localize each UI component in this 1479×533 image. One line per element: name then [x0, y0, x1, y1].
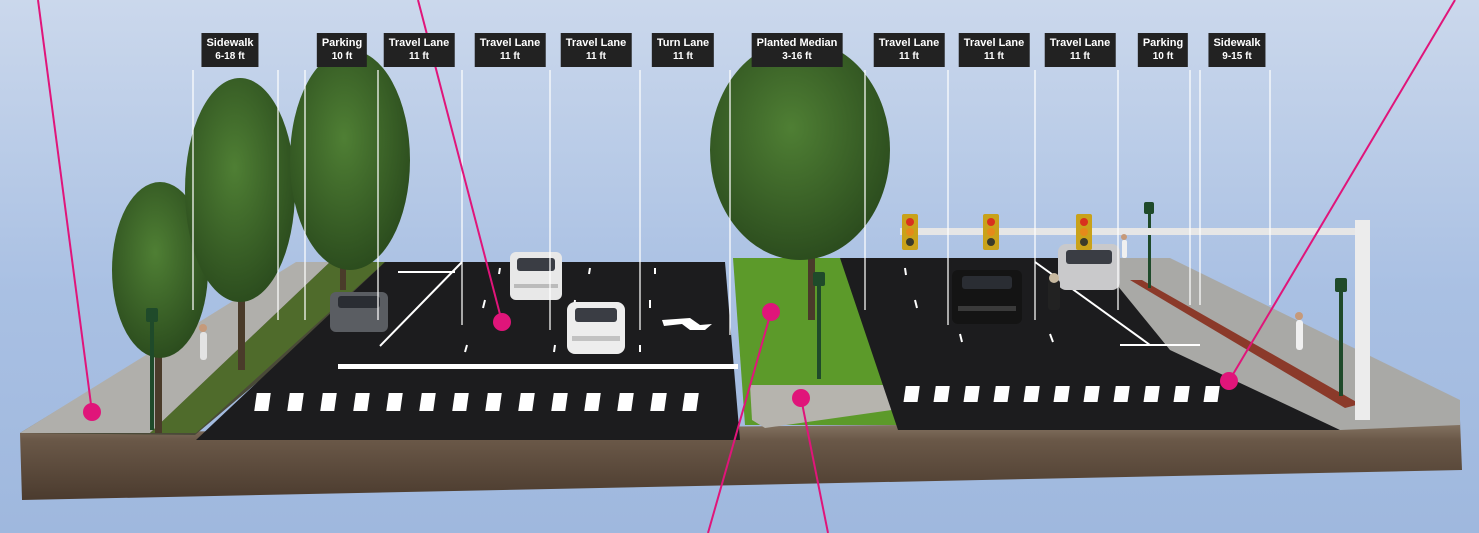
lane-label-parking-left: Parking 10 ft — [316, 33, 368, 67]
turn-arrow — [662, 318, 712, 330]
lane-guide-lines — [192, 70, 1271, 335]
traffic-signal-mast — [900, 214, 1370, 420]
lane-label-sidewalk-right: Sidewalk 9-15 ft — [1208, 33, 1266, 67]
traffic-signal-3 — [1076, 214, 1092, 250]
lamp-left — [146, 308, 158, 430]
traffic-signal-1 — [902, 214, 918, 250]
lane-label-name: Parking — [1142, 37, 1184, 49]
car-silver-van — [1058, 244, 1120, 290]
lane-label-width: 11 ft — [408, 51, 430, 62]
lane-label-width: 11 ft — [672, 51, 694, 62]
pedestrian-right-far — [1121, 234, 1127, 258]
car-white-sedan — [567, 302, 625, 354]
lane-label-name: Parking — [321, 37, 363, 49]
lane-label-width: 3-16 ft — [782, 51, 812, 62]
lamp-right-far — [1144, 202, 1154, 288]
lane-label-travel-lane-4: Travel Lane 11 ft — [873, 33, 945, 67]
car-black-pickup — [952, 270, 1022, 324]
callout-dot-median[interactable] — [762, 303, 780, 321]
tree-median — [710, 40, 890, 320]
pedestrian-right — [1295, 312, 1303, 350]
tree-left-3 — [290, 50, 410, 290]
traffic-signal-2 — [983, 214, 999, 250]
lane-label-travel-lane-3: Travel Lane 11 ft — [560, 33, 632, 67]
lane-label-travel-lane-2: Travel Lane 11 ft — [474, 33, 546, 67]
car-white-suv — [510, 252, 562, 300]
lane-label-name: Travel Lane — [878, 37, 940, 49]
lane-label-width: 10 ft — [331, 51, 353, 62]
tree-left-1 — [112, 182, 208, 433]
lane-markings-left — [379, 261, 656, 353]
lane-label-width: 10 ft — [1152, 51, 1174, 62]
lane-label-name: Sidewalk — [206, 37, 254, 49]
lane-label-width: 11 ft — [898, 51, 920, 62]
callout-dot-travel-lane[interactable] — [493, 313, 511, 331]
lane-label-name: Travel Lane — [1049, 37, 1111, 49]
left-planting-strip — [150, 262, 385, 433]
right-crosswalk — [903, 386, 1220, 402]
median-nose — [750, 385, 892, 428]
lane-label-name: Turn Lane — [656, 37, 710, 49]
left-crosswalk — [254, 393, 699, 411]
lamp-right-near — [1335, 278, 1347, 396]
car-parked-left — [330, 292, 388, 332]
pedestrian-left — [199, 324, 207, 360]
lane-label-travel-lane-5: Travel Lane 11 ft — [958, 33, 1030, 67]
lane-label-parking-right: Parking 10 ft — [1137, 33, 1189, 67]
lane-label-name: Travel Lane — [388, 37, 450, 49]
callout-dot-curb-ramp[interactable] — [1220, 372, 1238, 390]
right-brick-strip — [1130, 280, 1360, 408]
lane-label-name: Sidewalk — [1213, 37, 1261, 49]
callout-dot-sidewalk[interactable] — [83, 403, 101, 421]
lane-label-travel-lane-6: Travel Lane 11 ft — [1044, 33, 1116, 67]
lane-label-name: Planted Median — [756, 37, 838, 49]
motorcycle — [1048, 273, 1060, 310]
lane-label-planted-median: Planted Median 3-16 ft — [751, 33, 843, 67]
lane-label-name: Travel Lane — [565, 37, 627, 49]
stop-bar-left — [338, 364, 738, 369]
lane-label-name: Travel Lane — [479, 37, 541, 49]
lane-label-width: 9-15 ft — [1222, 51, 1252, 62]
lane-label-turn-lane: Turn Lane 11 ft — [651, 33, 715, 67]
lane-label-name: Travel Lane — [963, 37, 1025, 49]
callout-dot-median-refuge[interactable] — [792, 389, 810, 407]
lane-label-sidewalk-left: Sidewalk 6-18 ft — [201, 33, 259, 67]
lamp-median — [813, 272, 825, 379]
lane-label-width: 11 ft — [585, 51, 607, 62]
lane-label-width: 6-18 ft — [215, 51, 245, 62]
lane-label-width: 11 ft — [499, 51, 521, 62]
tree-left-2 — [185, 78, 295, 370]
lane-label-width: 11 ft — [983, 51, 1005, 62]
lane-label-travel-lane-1: Travel Lane 11 ft — [383, 33, 455, 67]
lane-label-width: 11 ft — [1069, 51, 1091, 62]
